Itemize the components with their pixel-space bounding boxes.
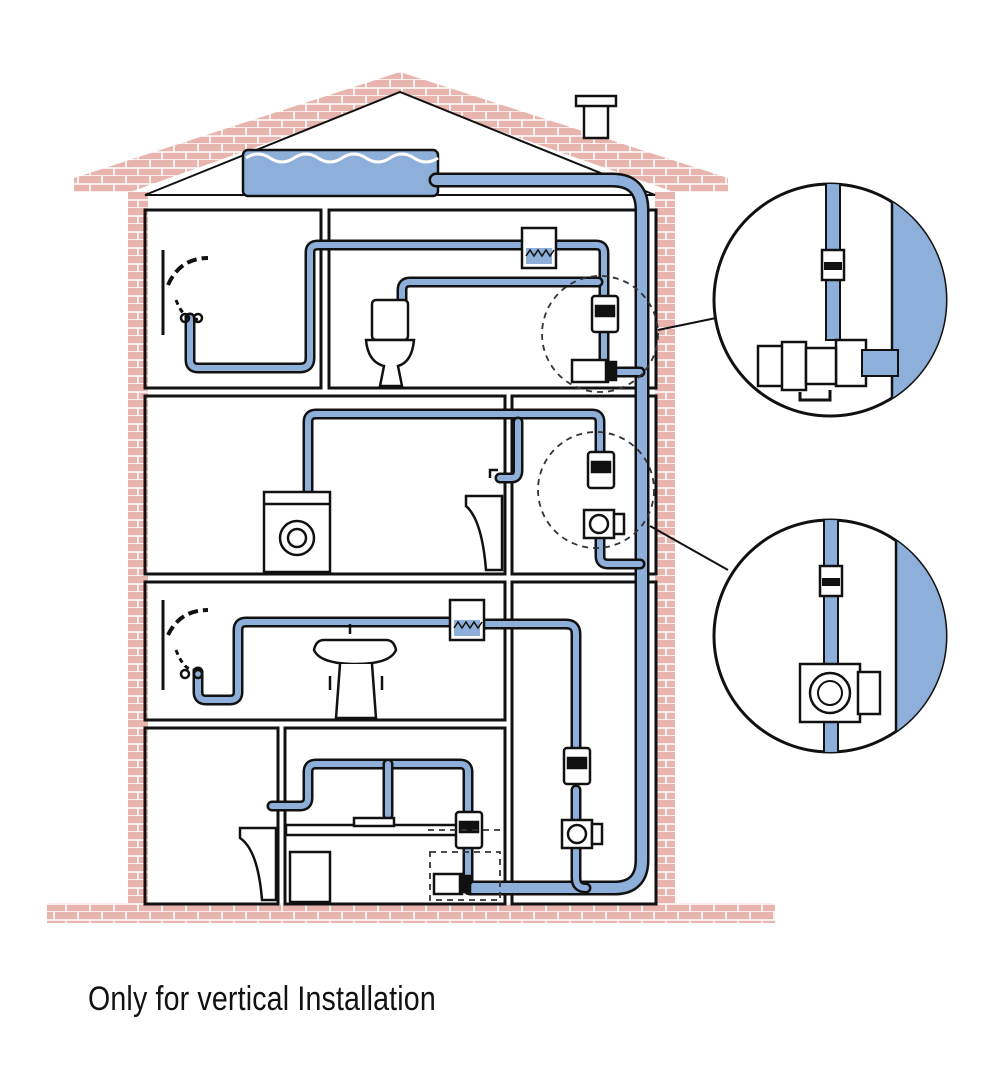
water-tank-icon xyxy=(241,148,440,198)
pipes xyxy=(184,172,650,896)
valve-icon xyxy=(590,294,620,334)
house-walls xyxy=(47,72,775,923)
valve-icon xyxy=(562,746,592,786)
wash-basin-icon xyxy=(464,468,504,572)
circulation-pump-icon xyxy=(560,818,604,850)
caption: Only for vertical Installation xyxy=(88,980,436,1018)
chimney-icon xyxy=(574,94,618,140)
toilet-icon xyxy=(364,298,416,388)
magnifier-circle-icon xyxy=(712,182,948,418)
valve-icon xyxy=(586,450,616,490)
highlight-zones xyxy=(428,275,659,901)
shower-head-icon xyxy=(161,250,209,335)
magnifier-circle-icon xyxy=(712,518,948,754)
shower-head-icon xyxy=(161,600,209,690)
circulation-pump-icon xyxy=(432,872,472,896)
leader-lines xyxy=(649,317,729,571)
washing-machine-icon xyxy=(262,490,332,574)
rooms xyxy=(143,208,658,906)
circulation-pump-icon xyxy=(570,358,618,384)
kitchen-sink-icon xyxy=(238,816,468,904)
circulation-pump-icon xyxy=(582,508,626,540)
valve-icon xyxy=(454,810,484,850)
boiler-icon xyxy=(520,226,558,270)
wash-basin-icon xyxy=(312,624,398,720)
boiler-icon xyxy=(448,598,486,642)
